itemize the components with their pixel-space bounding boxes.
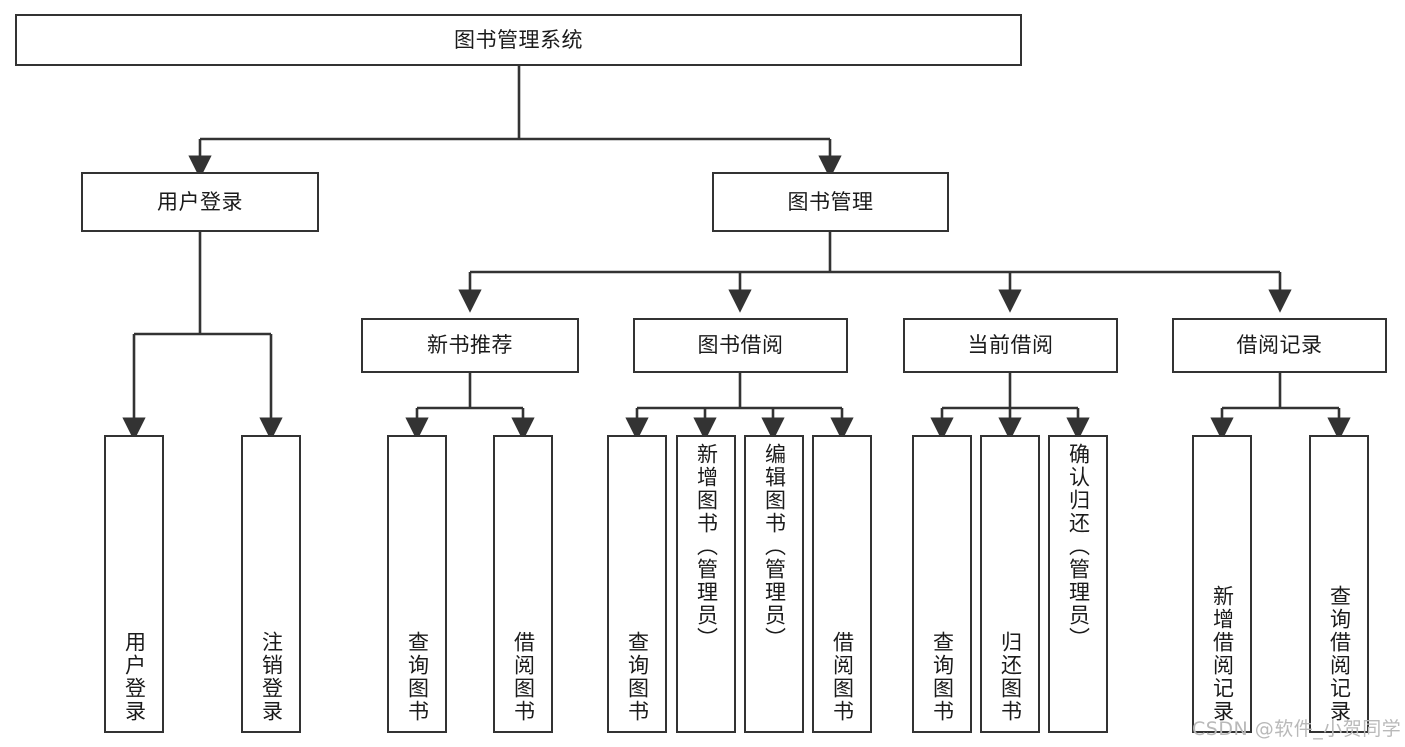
- node-leaf-return-book[interactable]: 归还图书: [980, 435, 1040, 733]
- node-leaf-add-book[interactable]: 新增图书（管理员）: [676, 435, 736, 733]
- node-borrow-record[interactable]: 借阅记录: [1172, 318, 1387, 373]
- node-root[interactable]: 图书管理系统: [15, 14, 1022, 66]
- node-leaf-query-book-3-label: 查询图书: [930, 631, 955, 723]
- node-book-manage-label: 图书管理: [787, 189, 874, 214]
- node-new-book-recommend-label: 新书推荐: [427, 333, 513, 358]
- node-leaf-return-book-label: 归还图书: [998, 631, 1023, 723]
- node-leaf-query-book-2[interactable]: 查询图书: [607, 435, 667, 733]
- node-leaf-add-book-label: 新增图书（管理员）: [694, 443, 719, 650]
- node-leaf-user-login-label: 用户登录: [122, 631, 147, 723]
- csdn-watermark: CSDN @软件_小贺同学: [1192, 718, 1402, 740]
- node-current-borrow[interactable]: 当前借阅: [903, 318, 1118, 373]
- node-leaf-confirm-return-label: 确认归还（管理员）: [1066, 443, 1091, 650]
- node-leaf-add-record[interactable]: 新增借阅记录: [1192, 435, 1252, 733]
- node-root-label: 图书管理系统: [454, 27, 583, 52]
- node-current-borrow-label: 当前借阅: [967, 333, 1054, 358]
- node-book-borrow-label: 图书借阅: [697, 333, 784, 358]
- node-new-book-recommend[interactable]: 新书推荐: [361, 318, 579, 373]
- node-book-manage[interactable]: 图书管理: [712, 172, 949, 232]
- node-leaf-query-book-1[interactable]: 查询图书: [387, 435, 447, 733]
- node-user-login[interactable]: 用户登录: [81, 172, 319, 232]
- node-leaf-edit-book-label: 编辑图书（管理员）: [762, 443, 787, 650]
- node-leaf-confirm-return[interactable]: 确认归还（管理员）: [1048, 435, 1108, 733]
- node-leaf-borrow-book-2[interactable]: 借阅图书: [812, 435, 872, 733]
- node-leaf-edit-book[interactable]: 编辑图书（管理员）: [744, 435, 804, 733]
- node-leaf-query-record[interactable]: 查询借阅记录: [1309, 435, 1369, 733]
- node-leaf-query-record-label: 查询借阅记录: [1327, 585, 1352, 723]
- node-leaf-borrow-book-1[interactable]: 借阅图书: [493, 435, 553, 733]
- node-borrow-record-label: 借阅记录: [1236, 333, 1323, 358]
- node-leaf-logout-label: 注销登录: [259, 631, 284, 723]
- node-leaf-query-book-1-label: 查询图书: [405, 631, 430, 723]
- node-leaf-logout[interactable]: 注销登录: [241, 435, 301, 733]
- node-leaf-borrow-book-2-label: 借阅图书: [830, 631, 855, 723]
- node-leaf-query-book-3[interactable]: 查询图书: [912, 435, 972, 733]
- node-book-borrow[interactable]: 图书借阅: [633, 318, 848, 373]
- node-leaf-borrow-book-1-label: 借阅图书: [511, 631, 536, 723]
- node-user-login-label: 用户登录: [157, 189, 243, 214]
- node-leaf-add-record-label: 新增借阅记录: [1210, 585, 1235, 723]
- node-leaf-query-book-2-label: 查询图书: [625, 631, 650, 723]
- node-leaf-user-login[interactable]: 用户登录: [104, 435, 164, 733]
